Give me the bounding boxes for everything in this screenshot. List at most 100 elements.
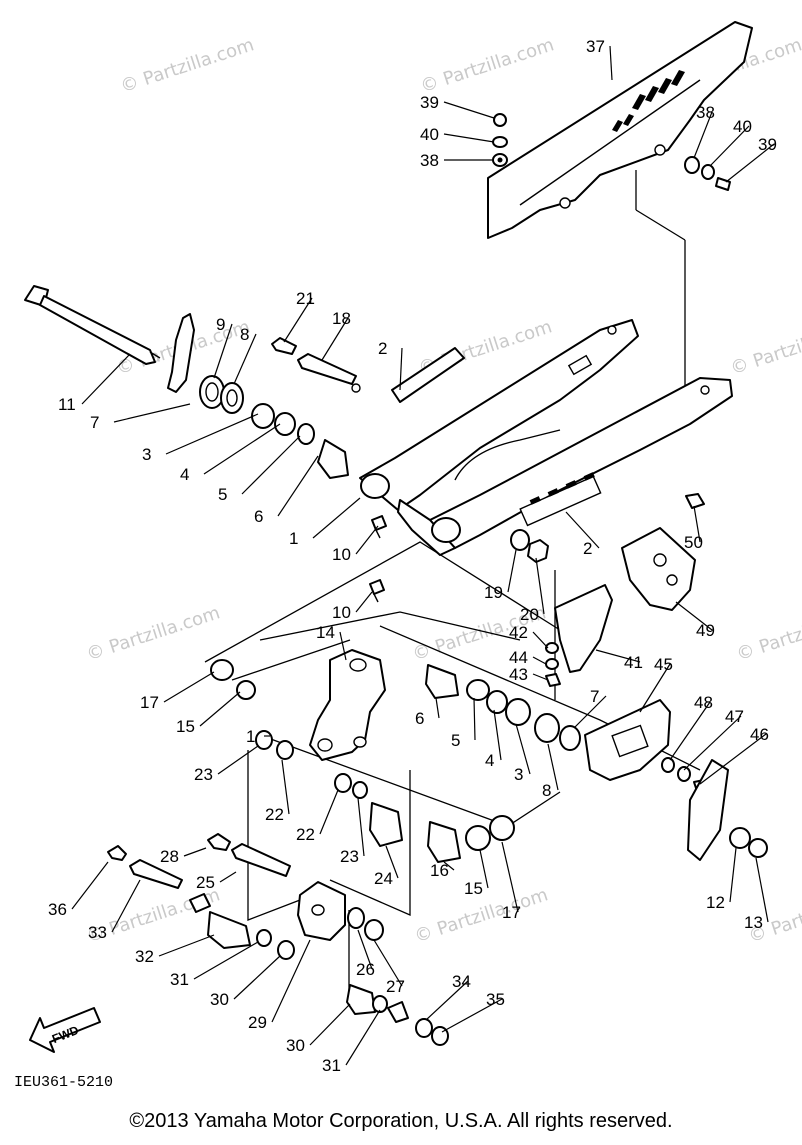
leader-line-64 [425, 980, 469, 1021]
callout-45: 45 [654, 655, 673, 674]
callout-13: 13 [744, 913, 763, 932]
leader-line-7 [81, 353, 131, 405]
leader-line-60 [233, 955, 281, 1000]
callout-31: 31 [170, 970, 189, 989]
leader-line-6 [725, 143, 775, 183]
callout-41: 41 [624, 653, 643, 672]
leader-line-13 [113, 403, 191, 423]
watermark-6: © Partzilla.com [84, 602, 223, 665]
callout-26: 26 [356, 960, 375, 979]
callout-39: 39 [758, 135, 777, 154]
callout-7: 7 [90, 413, 99, 432]
callout-48: 48 [694, 693, 713, 712]
watermark-5: © Partzilla.com [728, 316, 802, 379]
callout-leaders [71, 45, 775, 1066]
callout-30: 30 [286, 1036, 305, 1055]
callout-21: 21 [296, 289, 315, 308]
copyright-notice: ©2013 Yamaha Motor Corporation, U.S.A. A… [129, 1110, 673, 1132]
leader-line-54 [183, 847, 207, 857]
callout-37: 37 [586, 37, 605, 56]
callout-7: 7 [590, 687, 599, 706]
callout-8: 8 [240, 325, 249, 344]
leader-line-34 [473, 697, 476, 741]
callout-23: 23 [194, 765, 213, 784]
leader-line-58 [158, 934, 215, 957]
leader-line-46 [319, 789, 339, 835]
watermark-8: © Partzilla.com [734, 602, 802, 665]
callout-28: 28 [160, 847, 179, 866]
callout-24: 24 [374, 869, 393, 888]
leader-line-17 [277, 455, 319, 517]
connecting-rod [584, 699, 671, 781]
leader-line-55 [219, 871, 237, 883]
leader-line-50 [479, 849, 489, 889]
leader-line-29 [595, 649, 641, 663]
callout-29: 29 [248, 1013, 267, 1032]
callout-43: 43 [509, 665, 528, 684]
leader-line-12 [399, 347, 403, 391]
leader-line-27 [532, 673, 549, 681]
callout-49: 49 [696, 621, 715, 640]
callout-15: 15 [464, 879, 483, 898]
callout-22: 22 [265, 805, 284, 824]
callout-6: 6 [415, 709, 424, 728]
leader-line-39 [669, 701, 711, 761]
leader-line-45 [547, 743, 559, 791]
leader-line-23 [693, 505, 701, 543]
callout-3: 3 [142, 445, 151, 464]
spacer-plate [391, 347, 465, 403]
leader-line-22 [565, 511, 600, 549]
callout-18: 18 [332, 309, 351, 328]
callout-31: 31 [322, 1056, 341, 1075]
watermark-0: © Partzilla.com [118, 34, 257, 97]
chain-guard-bolts [492, 113, 731, 191]
leader-line-47 [357, 797, 365, 857]
callout-32: 32 [135, 947, 154, 966]
leader-line-28 [675, 601, 713, 631]
chain-guard [487, 21, 753, 239]
lower-washers [256, 929, 295, 960]
leader-line-67 [345, 1009, 381, 1066]
callout-47: 47 [725, 707, 744, 726]
callout-33: 33 [88, 923, 107, 942]
callout-20: 20 [520, 605, 539, 624]
callout-39: 39 [420, 93, 439, 112]
callout-16: 16 [430, 861, 449, 880]
leader-line-62 [373, 939, 403, 987]
leader-line-61 [357, 929, 373, 970]
leader-line-48 [385, 845, 399, 879]
callout-9: 9 [216, 315, 225, 334]
forward-direction-arrow: FWD [29, 1007, 101, 1053]
callout-19: 19 [484, 583, 503, 602]
callout-17: 17 [502, 903, 521, 922]
relay-collars [369, 802, 515, 863]
leader-line-2 [443, 133, 495, 143]
leader-line-18 [312, 497, 361, 539]
leader-line-24 [355, 591, 373, 613]
callout-30: 30 [210, 990, 229, 1009]
bolt-50 [685, 493, 705, 509]
callout-17: 17 [140, 693, 159, 712]
leader-line-35 [493, 709, 502, 761]
callout-27: 27 [386, 977, 405, 996]
leader-line-15 [203, 423, 281, 475]
leader-line-52 [729, 847, 737, 903]
upper-bolts [271, 337, 361, 393]
relay-link [297, 881, 346, 941]
lower-bracket [687, 759, 768, 861]
leader-line-38 [573, 695, 607, 729]
leader-line-8 [213, 323, 233, 379]
callout-2: 2 [583, 539, 592, 558]
leader-line-40 [683, 715, 742, 771]
swing-arm [359, 319, 733, 556]
bottom-collars [346, 984, 388, 1015]
leader-line-0 [609, 45, 613, 81]
leader-line-63 [271, 939, 311, 1023]
callout-3: 3 [514, 765, 523, 784]
callout-36: 36 [48, 900, 67, 919]
callout-46: 46 [750, 725, 769, 744]
leader-line-19 [355, 525, 379, 555]
